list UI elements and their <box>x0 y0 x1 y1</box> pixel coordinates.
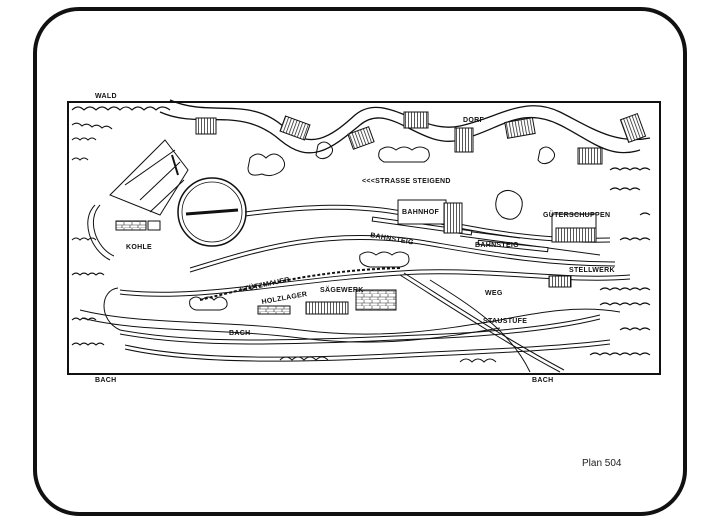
stream <box>79 308 621 343</box>
tracks <box>87 204 631 373</box>
label-saegewerk: SÄGEWERK <box>320 286 364 294</box>
forest-border <box>71 106 651 356</box>
label-weg: WEG <box>485 290 503 297</box>
label-bach-mid: BACH <box>229 330 250 337</box>
sawmill <box>257 289 397 315</box>
label-bahnhof: BAHNHOF <box>402 209 440 216</box>
retaining-wall <box>199 267 401 301</box>
turntable <box>177 177 247 247</box>
label-strasse: <<<STRASSE STEIGEND <box>362 178 451 185</box>
label-stellwerk: STELLWERK <box>569 267 615 274</box>
label-gueterschuppen: GÜTERSCHUPPEN <box>543 210 610 219</box>
station-buildings <box>397 199 597 288</box>
label-bach-right: BACH <box>532 377 553 384</box>
label-bahnsteig-right: BAHNSTEIG <box>475 242 519 249</box>
label-wald: WALD <box>95 93 117 100</box>
plan-number: Plan 504 <box>582 458 622 469</box>
label-bach-left: BACH <box>95 377 116 384</box>
label-staustufe: STAUSTUFE <box>483 318 527 325</box>
coal-yard <box>109 139 189 231</box>
village-houses <box>195 111 647 165</box>
label-dorf: DORF <box>463 117 484 124</box>
label-kohle: KOHLE <box>126 244 152 251</box>
